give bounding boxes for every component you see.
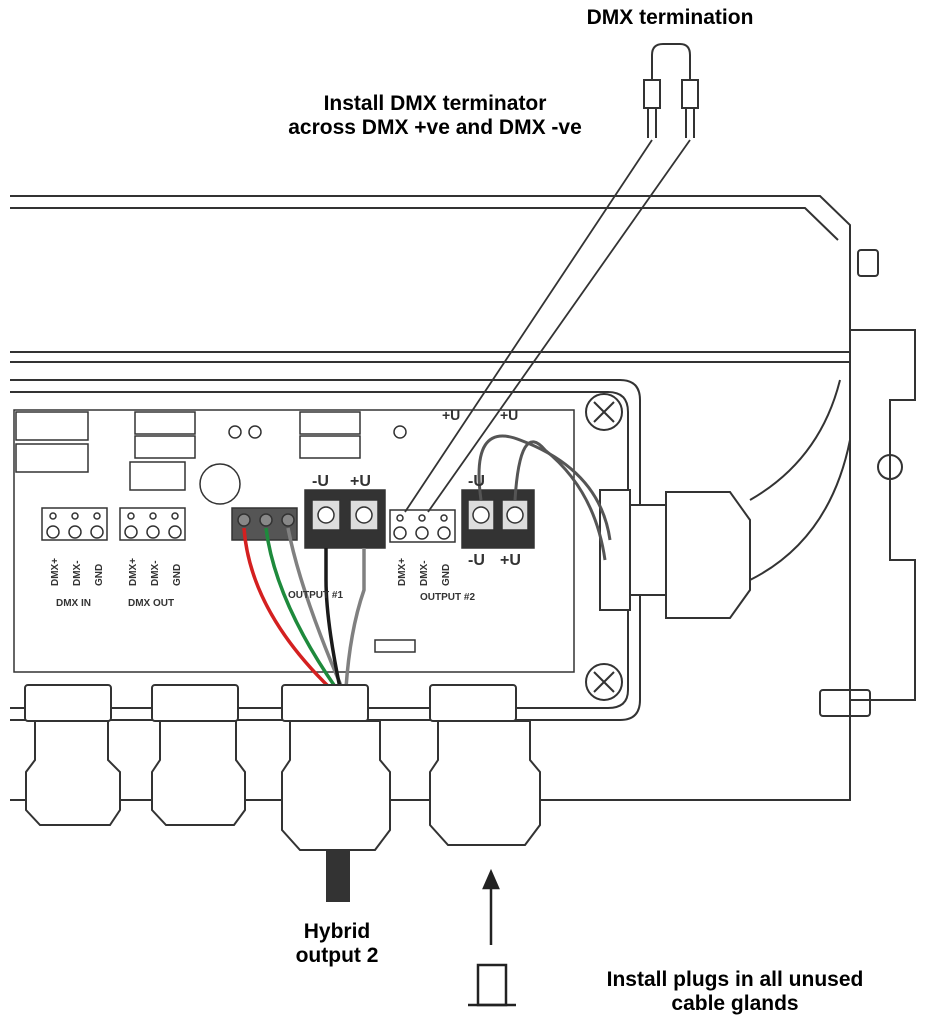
dmx-terminator-icon	[643, 43, 699, 138]
label-output-2: OUTPUT #2	[420, 592, 475, 603]
label-minus-u-3: -U	[468, 552, 485, 569]
enclosure-housing	[10, 195, 916, 801]
right-cable-gland	[599, 379, 851, 619]
label-plus-u-2: +U	[500, 552, 521, 569]
enclosure-screws	[585, 393, 623, 701]
plugs-line2: cable glands	[671, 992, 799, 1016]
hybrid-line2: output 2	[295, 944, 379, 968]
label-dmx-minus-b: DMX-	[150, 560, 161, 586]
pcb	[13, 409, 575, 673]
output1-power-terminal	[304, 489, 386, 549]
install-plugs-label: Install plugs in all unused cable glands	[560, 968, 910, 1016]
dmx-in-connector	[41, 507, 108, 541]
label-plus-u-top-2: +U	[500, 407, 518, 423]
label-gnd-a: GND	[94, 564, 105, 586]
label-gnd-b: GND	[172, 564, 183, 586]
dmx-termination-text: DMX termination	[586, 6, 754, 29]
hybrid-line1: Hybrid	[303, 920, 371, 943]
label-output-1: OUTPUT #1	[288, 590, 343, 601]
install-terminator-label: Install DMX terminator across DMX +ve an…	[230, 92, 640, 140]
label-minus-u-2: -U	[468, 473, 485, 490]
label-dmx-plus-b: DMX+	[128, 558, 139, 586]
label-dmx-out: DMX OUT	[128, 598, 174, 609]
board-text-labels: -U +U +U +U -U -U +U DMX IN DMX OUT OUTP…	[50, 407, 521, 609]
dmx-out-connector	[119, 507, 186, 541]
install-terminator-line1: Install DMX terminator	[323, 92, 547, 115]
hybrid-output-cable	[326, 850, 350, 902]
output2-dmx-connector	[389, 509, 456, 543]
install-terminator-line2: across DMX +ve and DMX -ve	[288, 116, 582, 140]
label-plus-u-top-1: +U	[442, 407, 460, 423]
dmx-termination-label: DMX termination	[540, 6, 800, 30]
output2-power-wires	[477, 434, 612, 561]
plugs-line1: Install plugs in all unused	[606, 968, 864, 991]
label-dmx-minus-c: DMX-	[419, 560, 430, 586]
label-gnd-c: GND	[441, 564, 452, 586]
output1-wires	[242, 527, 366, 690]
bottom-cable-glands	[24, 684, 541, 851]
plug-arrow	[482, 868, 500, 945]
label-plus-u-1: +U	[350, 473, 371, 490]
output1-dmx-connector	[231, 507, 298, 541]
gland-plug-icon	[468, 963, 516, 1007]
hybrid-output-label: Hybrid output 2	[262, 920, 412, 968]
label-dmx-plus-c: DMX+	[397, 558, 408, 586]
label-minus-u-1: -U	[312, 473, 329, 490]
label-dmx-minus-a: DMX-	[72, 560, 83, 586]
output2-power-terminal	[461, 489, 535, 549]
label-dmx-plus-a: DMX+	[50, 558, 61, 586]
terminator-leader-lines	[404, 139, 691, 513]
label-dmx-in: DMX IN	[56, 598, 91, 609]
